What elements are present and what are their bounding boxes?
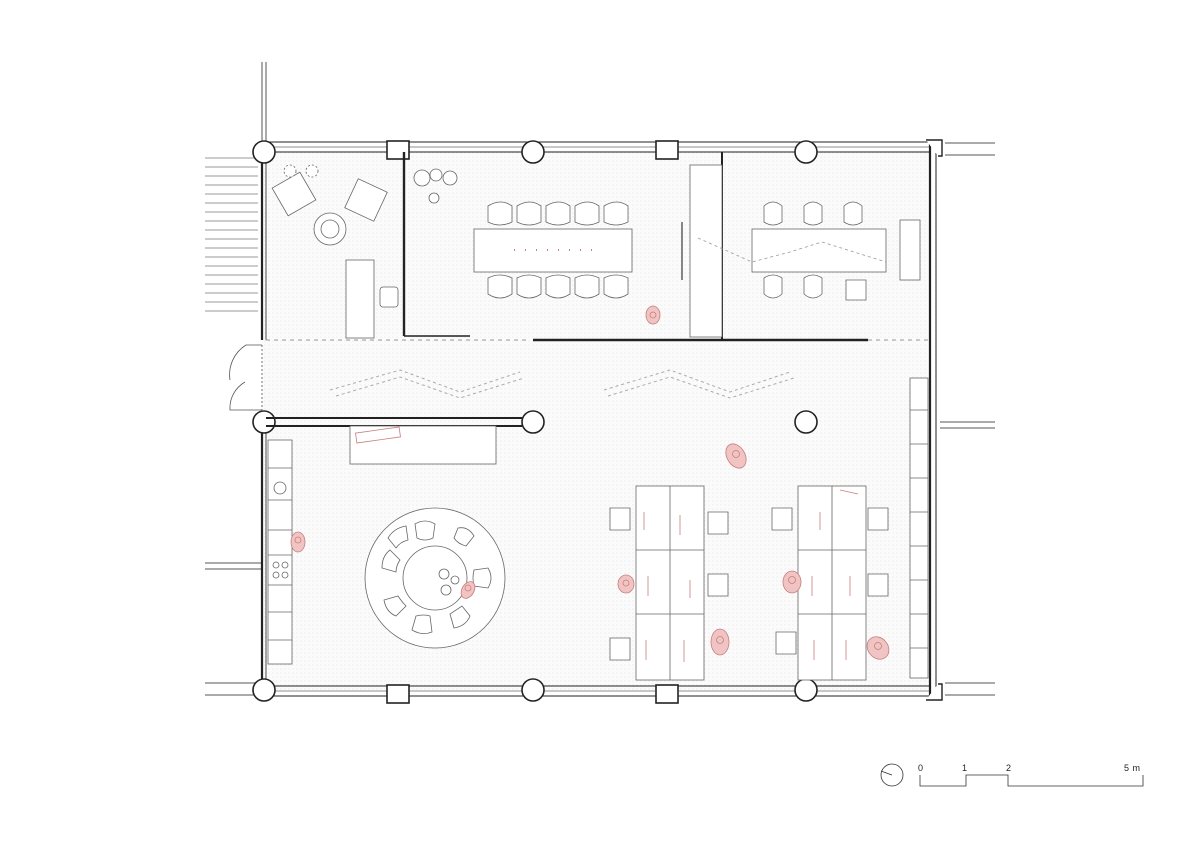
meeting-room-2 <box>697 201 921 301</box>
scale-bar <box>919 774 1144 787</box>
corridor-markings <box>329 369 795 399</box>
round-table-area <box>364 507 506 649</box>
reception-desk <box>349 425 497 465</box>
exterior-lines <box>205 62 995 696</box>
columns <box>252 139 943 704</box>
scale-label-2: 2 <box>1006 763 1012 773</box>
outer-walls <box>260 141 937 697</box>
person-icon <box>710 628 730 656</box>
person-icon <box>782 570 802 594</box>
exterior-stairs <box>205 157 258 312</box>
person-icon <box>617 574 635 594</box>
person-icon <box>866 636 890 660</box>
scale-label-1: 1 <box>962 763 968 773</box>
person-icon <box>645 305 661 325</box>
desk-cluster-2 <box>771 485 889 681</box>
person-icon <box>725 443 747 469</box>
kitchen-counter <box>267 439 293 665</box>
person-icon <box>460 581 476 599</box>
meeting-room-1 <box>473 164 723 338</box>
person-icon <box>290 531 306 553</box>
storage-wall <box>909 377 929 679</box>
scale-label-5m: 5 m <box>1124 763 1141 773</box>
entrance-door <box>229 344 263 411</box>
lounge-room <box>271 164 458 339</box>
north-arrow-icon <box>880 763 904 787</box>
scale-label-0: 0 <box>918 763 924 773</box>
desk-cluster-1 <box>609 485 729 681</box>
people <box>290 305 890 660</box>
